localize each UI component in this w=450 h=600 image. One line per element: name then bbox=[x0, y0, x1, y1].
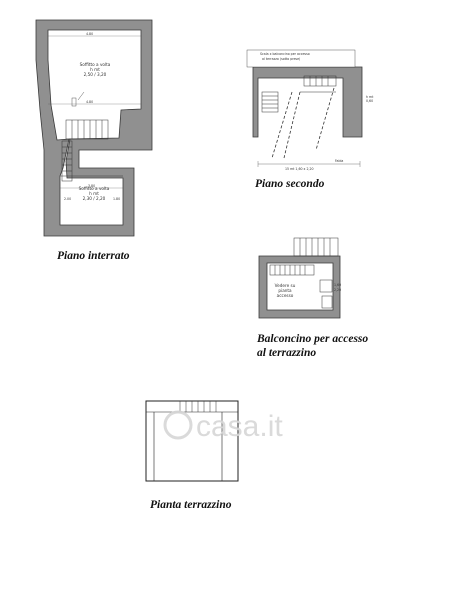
svg-text:3.80: 3.80 bbox=[88, 184, 95, 188]
casa-watermark: casa.it bbox=[163, 410, 283, 443]
room-label-interrato-bottom: Soffitto a volta bbox=[79, 186, 110, 191]
svg-text:1.80: 1.80 bbox=[113, 197, 120, 201]
svg-text:Falda: Falda bbox=[335, 159, 343, 163]
svg-text:1,60: 1,60 bbox=[334, 283, 341, 287]
plan-terrazzino bbox=[145, 400, 239, 482]
caption-pianta-terrazzino: Pianta terrazzino bbox=[150, 499, 232, 511]
svg-text:2,20: 2,20 bbox=[334, 288, 341, 292]
plan-piano-interrato: 4.80 4.80 3.80 2.00 1.80 Soffitto a volta h… bbox=[35, 19, 153, 237]
balcone-room-label-3: accesso bbox=[277, 293, 294, 298]
plan-balconcino: Vedere su pianta accesso 1,602,20 bbox=[258, 237, 341, 319]
svg-text:4.80: 4.80 bbox=[86, 100, 93, 104]
caption-balconcino: Balconcino per accesso al terrazzino bbox=[257, 332, 437, 360]
svg-text:15 mt 1,60 x 2,20: 15 mt 1,60 x 2,20 bbox=[285, 167, 314, 171]
caption-piano-interrato: Piano interrato bbox=[57, 250, 130, 262]
svg-text:h mt: h mt bbox=[366, 95, 374, 99]
room-label-interrato-bottom-h: h mt bbox=[89, 191, 99, 196]
caption-piano-secondo: Piano secondo bbox=[255, 178, 325, 190]
room-label-interrato-top: Soffitto a volta bbox=[80, 62, 111, 67]
svg-text:4.80: 4.80 bbox=[86, 32, 93, 36]
svg-text:casa.it: casa.it bbox=[196, 410, 283, 443]
room-label-interrato-bottom-dims: 2,30 / 2,20 bbox=[83, 196, 106, 201]
plan-piano-secondo: Scala x balconcino per accesso al terraz… bbox=[246, 49, 374, 171]
secondo-note-line1: Scala x balconcino per accesso bbox=[260, 52, 310, 56]
room-label-interrato-top-h: h mt bbox=[90, 67, 100, 72]
svg-text:0,60: 0,60 bbox=[366, 99, 373, 103]
balcone-room-label-2: pianta bbox=[278, 288, 292, 293]
room-label-interrato-top-dims: 2,50 / 3,20 bbox=[84, 72, 107, 77]
caption-balconcino-line1: Balconcino per accesso bbox=[257, 333, 369, 345]
svg-text:2.00: 2.00 bbox=[64, 197, 71, 201]
caption-balconcino-line2: al terrazzino bbox=[257, 347, 317, 359]
secondo-note-line2: al terrazzo (sotto prese) bbox=[262, 57, 300, 61]
balcone-room-label: Vedere su bbox=[275, 283, 296, 288]
